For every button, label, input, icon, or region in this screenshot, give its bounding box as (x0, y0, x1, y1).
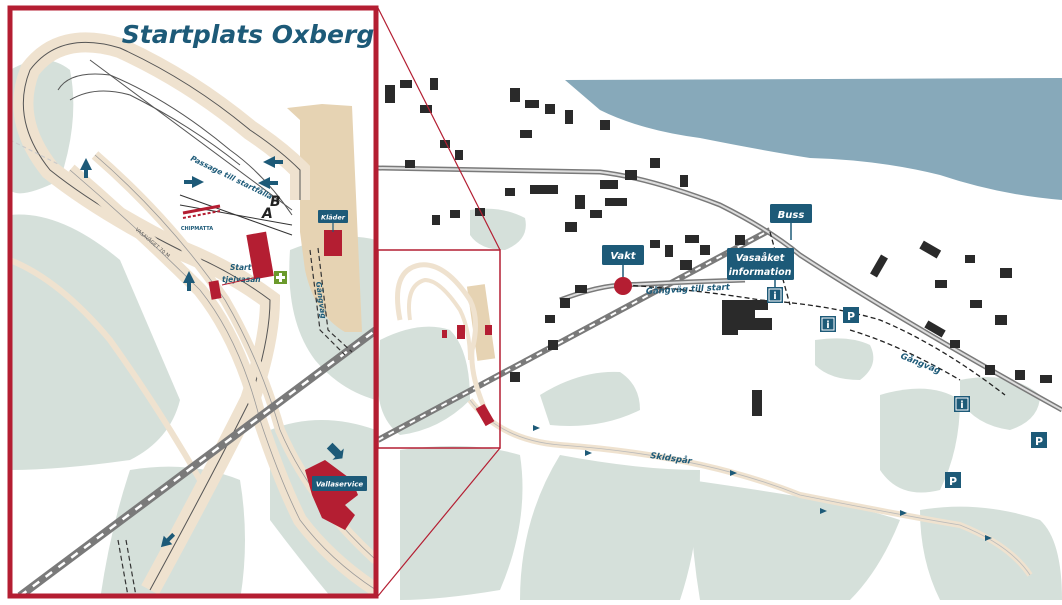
buss-sign[interactable]: Buss (770, 204, 812, 223)
inset-connector (377, 7, 501, 251)
svg-text:i: i (826, 320, 829, 331)
svg-text:P: P (1035, 435, 1043, 448)
svg-text:P: P (949, 475, 957, 488)
start-building (246, 231, 274, 280)
walkway (309, 249, 346, 356)
gangvag-label: Gångväg (899, 351, 942, 377)
first-aid-icon (274, 271, 287, 284)
ski-track-edge (69, 169, 376, 591)
start-label-line1: Start (230, 263, 252, 272)
forest-area (10, 214, 180, 470)
walkway (624, 284, 1006, 396)
inset-title: Startplats Oxberg (122, 20, 375, 49)
ski-track-dashed (10, 139, 61, 166)
svg-text:i: i (773, 291, 776, 302)
info-sign[interactable]: Vasaåket information (727, 248, 794, 280)
walkway (117, 539, 129, 596)
parking-icon[interactable]: P (843, 307, 859, 323)
klader-sign[interactable]: Kläder (318, 210, 348, 223)
vallaservice-sign[interactable]: Vallaservice (312, 476, 367, 491)
inset-locator-map (395, 262, 496, 427)
ski-track (10, 257, 203, 482)
start-label-underline (221, 275, 263, 286)
lane-b-label: B (270, 194, 281, 210)
forest-area (920, 506, 1062, 600)
start-pen-line (179, 204, 293, 226)
small-building (208, 280, 222, 300)
forest-area (520, 455, 700, 600)
svg-text:CHIPMATTA: CHIPMATTA (181, 226, 213, 232)
chip-mat: CHIPMATTA (181, 204, 221, 232)
track-inner (69, 90, 241, 166)
klader-building (324, 230, 342, 256)
inset-connector (377, 447, 501, 597)
info-icon[interactable]: i (767, 287, 783, 303)
main-map: Vakt Buss Vasaåket information i i (376, 7, 1062, 600)
ski-track (469, 399, 1031, 576)
buildings (385, 78, 1052, 416)
parking-icon[interactable]: P (1031, 432, 1047, 448)
forest-area (378, 326, 470, 435)
info-label-line1: Vasaåket (736, 253, 785, 264)
forest-area (960, 377, 1040, 430)
vakt-label: Vakt (610, 251, 636, 262)
walkway (769, 231, 791, 306)
info-icon[interactable]: i (954, 396, 970, 412)
forest-area (690, 480, 900, 600)
info-label-line2: information (729, 267, 792, 278)
inset-map: CHIPMATTA B A Passage till startfålla (10, 32, 376, 596)
parking-icon[interactable]: P (945, 472, 961, 488)
ski-direction-arrows (533, 425, 992, 541)
start-label-line2: tjejvasan (222, 275, 261, 284)
skidspar-label: Skidspår (650, 450, 694, 467)
vallaservice-label: Vallaservice (316, 481, 364, 489)
walkway (125, 539, 137, 596)
forest-area (400, 446, 523, 600)
walkway (849, 329, 961, 381)
buss-label: Buss (778, 210, 805, 221)
walkway (317, 247, 353, 353)
svg-text:P: P (847, 310, 855, 323)
lake-water (565, 78, 1062, 200)
forest-area (815, 338, 874, 380)
track-inner (57, 73, 293, 216)
klader-label: Kläder (321, 214, 346, 222)
gangvag-till-start-label: Gångväg till start (646, 282, 731, 297)
main-road (377, 167, 1062, 411)
info-icon[interactable]: i (820, 316, 836, 332)
railway-center (19, 328, 376, 596)
vakt-marker[interactable] (614, 277, 632, 295)
lane-a-label: A (261, 206, 273, 222)
forest-area (880, 388, 960, 493)
track-inner (89, 59, 293, 211)
vakt-sign[interactable]: Vakt (602, 245, 644, 265)
svg-text:i: i (960, 400, 963, 411)
inset-frame (7, 5, 379, 599)
forest-area (540, 371, 640, 426)
railway-center (377, 229, 771, 441)
